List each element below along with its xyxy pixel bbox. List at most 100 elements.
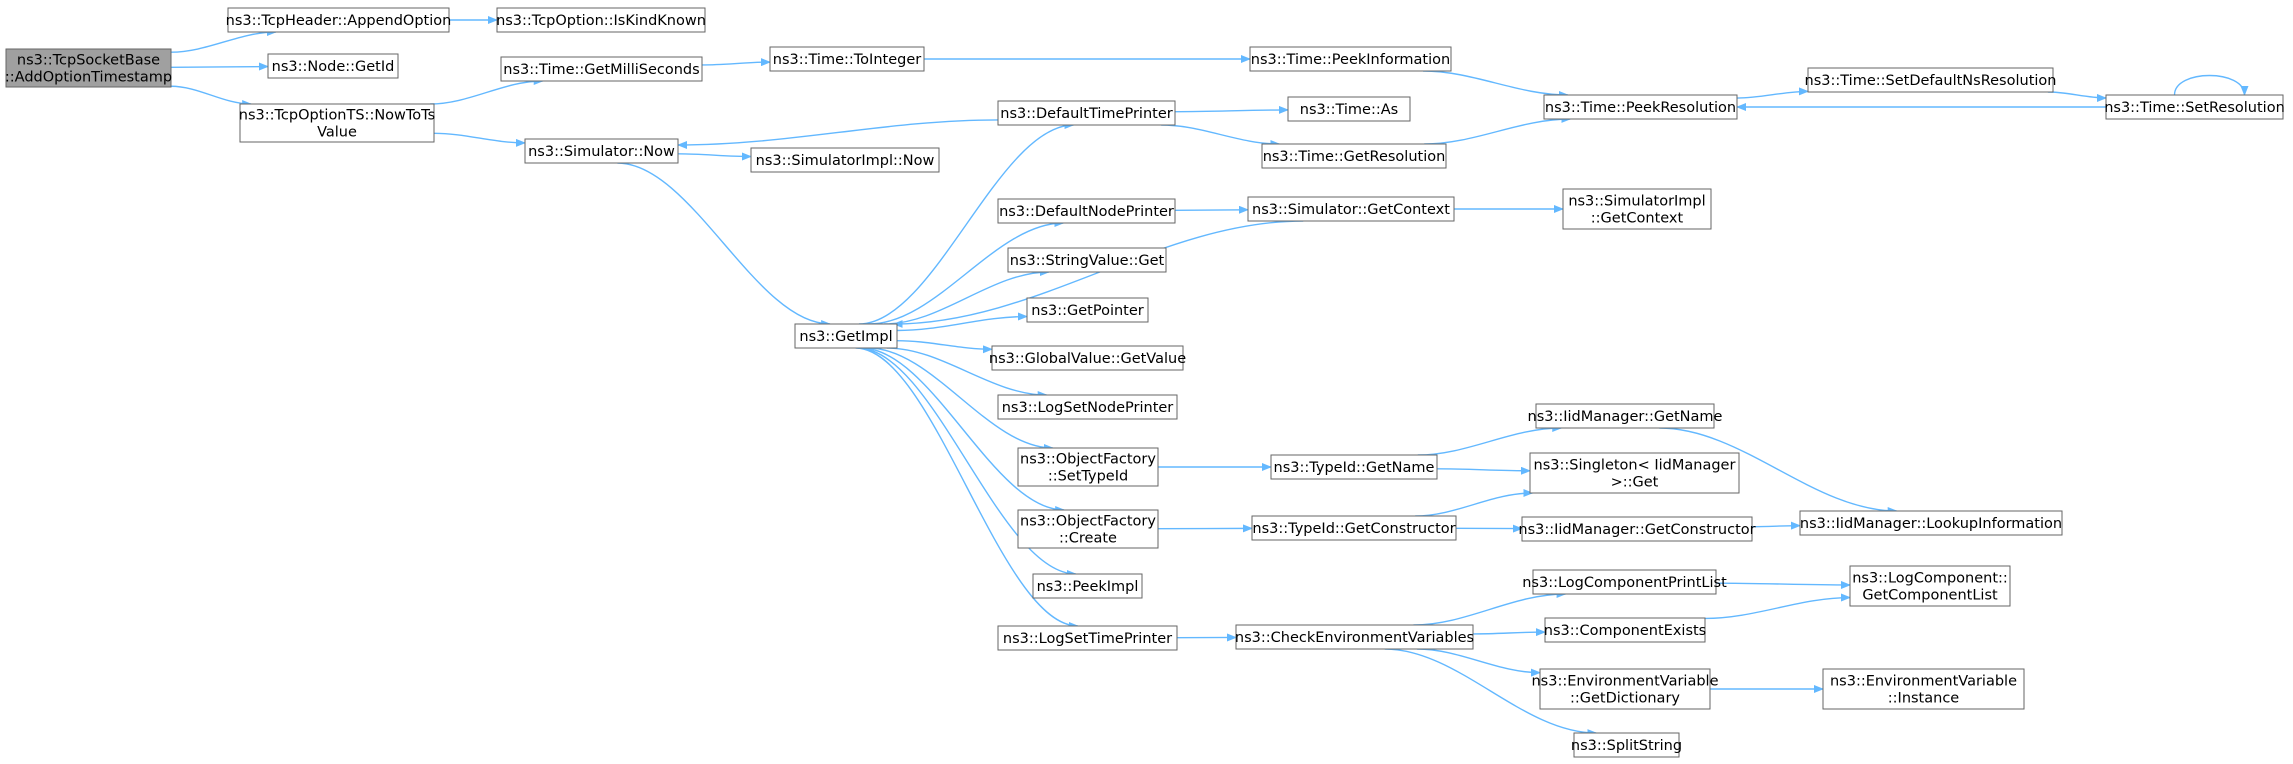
- node-isKindKnown[interactable]: ns3::TcpOption::IsKindKnown: [496, 7, 706, 33]
- node-box: [1270, 454, 1438, 480]
- node-label: ns3::GetPointer: [1031, 303, 1144, 319]
- node-singletonGet[interactable]: ns3::Singleton< IidManager >::Get: [1529, 452, 1740, 494]
- edge-defNodePrinter-to-simGetContext: [1174, 205, 1249, 214]
- node-logSetNodePrinter[interactable]: ns3::LogSetNodePrinter: [997, 394, 1178, 420]
- node-nodeGetId[interactable]: ns3::Node::GetId: [267, 53, 399, 79]
- node-label: ns3::Time::PeekInformation: [1251, 52, 1450, 68]
- edge-getImpl-to-defNodePrinter: [869, 219, 1065, 325]
- node-timeAs[interactable]: ns3::Time::As: [1287, 96, 1411, 122]
- node-label: ns3::Time::SetResolution: [2104, 100, 2285, 116]
- node-label: ::AddOptionTimestamp: [5, 70, 172, 86]
- node-getImpl[interactable]: ns3::GetImpl: [794, 323, 898, 349]
- node-envInstance[interactable]: ns3::EnvironmentVariable::Instance: [1822, 668, 2025, 710]
- edge-checkEnv-to-compExists: [1472, 628, 1546, 637]
- edge-iidGetCtor-to-iidLookup: [1751, 521, 1801, 530]
- node-label: ns3::Time::PeekResolution: [1545, 100, 1736, 116]
- node-getMilli[interactable]: ns3::Time::GetMilliSeconds: [500, 56, 703, 82]
- edge-root-to-appendOption: [170, 28, 277, 53]
- edge-defTimePrinter-to-simNow: [677, 119, 999, 150]
- node-label: ns3::TcpSocketBase: [17, 53, 160, 69]
- node-logCompPrintList[interactable]: ns3::LogComponentPrintList: [1522, 569, 1727, 595]
- node-logSetTimePrinter[interactable]: ns3::LogSetTimePrinter: [997, 625, 1178, 651]
- node-label: ns3::SimulatorImpl: [1568, 194, 1705, 210]
- node-root[interactable]: ns3::TcpSocketBase::AddOptionTimestamp: [5, 48, 172, 88]
- node-envGetDict[interactable]: ns3::EnvironmentVariable::GetDictionary: [1531, 668, 1719, 710]
- node-label: GetComponentList: [1862, 588, 1998, 604]
- node-label: ::GetDictionary: [1570, 691, 1680, 707]
- node-box: [1532, 569, 1717, 595]
- edge-checkEnv-to-splitString: [1384, 648, 1598, 737]
- edge-typeIdGetCtor-to-singletonGet: [1415, 489, 1534, 517]
- node-label: ns3::Time::GetMilliSeconds: [503, 62, 699, 78]
- node-box: [2105, 94, 2284, 120]
- node-label: ns3::StringValue::Get: [1010, 253, 1165, 269]
- edge-getImpl-to-ofCreate: [861, 347, 1066, 514]
- edge-nowToTs-to-simNow: [433, 132, 526, 147]
- node-peekImpl[interactable]: ns3::PeekImpl: [1032, 573, 1143, 599]
- node-box: [750, 147, 940, 173]
- node-box: [1247, 196, 1455, 222]
- node-getPointer[interactable]: ns3::GetPointer: [1026, 297, 1149, 323]
- node-box: [1249, 46, 1452, 72]
- node-label: ns3::EnvironmentVariable: [1830, 674, 2017, 690]
- node-peekRes[interactable]: ns3::Time::PeekResolution: [1543, 94, 1738, 120]
- node-box: [1261, 143, 1447, 169]
- node-label: ns3::Singleton< IidManager: [1534, 458, 1736, 474]
- edge-getImpl-to-stringGet: [884, 268, 1050, 325]
- node-box: [1535, 403, 1715, 429]
- node-label: ns3::LogSetTimePrinter: [1003, 631, 1172, 647]
- node-box: [239, 103, 435, 143]
- edge-root-to-nowToTs: [170, 85, 253, 108]
- node-label: ns3::EnvironmentVariable: [1531, 674, 1718, 690]
- edges-layer: [170, 16, 2249, 737]
- node-setRes[interactable]: ns3::Time::SetResolution: [2104, 94, 2285, 120]
- node-label: ns3::IidManager::GetConstructor: [1518, 522, 1755, 538]
- node-label: ns3::CheckEnvironmentVariables: [1235, 630, 1474, 646]
- node-label: Value: [317, 125, 357, 141]
- node-toInteger[interactable]: ns3::Time::ToInteger: [769, 46, 925, 72]
- node-setDefNs[interactable]: ns3::Time::SetDefaultNsResolution: [1805, 67, 2057, 93]
- node-simGetContext[interactable]: ns3::Simulator::GetContext: [1247, 196, 1455, 222]
- edge-nowToTs-to-getMilli: [430, 77, 544, 105]
- node-globalGetValue[interactable]: ns3::GlobalValue::GetValue: [989, 345, 1186, 371]
- edge-defTimePrinter-to-getResolution: [1161, 124, 1281, 148]
- edge-root-to-nodeGetId: [170, 62, 269, 71]
- edge-peekInfo-to-peekRes: [1422, 70, 1569, 99]
- node-defTimePrinter[interactable]: ns3::DefaultTimePrinter: [997, 100, 1176, 126]
- node-label: ns3::GetImpl: [799, 329, 892, 345]
- node-peekInfo[interactable]: ns3::Time::PeekInformation: [1249, 46, 1452, 72]
- node-ofCreate[interactable]: ns3::ObjectFactory::Create: [1017, 509, 1159, 549]
- node-simImplNow[interactable]: ns3::SimulatorImpl::Now: [750, 147, 940, 173]
- node-typeIdGetName[interactable]: ns3::TypeId::GetName: [1270, 454, 1438, 480]
- node-label: ns3::Time::SetDefaultNsResolution: [1805, 73, 2057, 89]
- node-splitString[interactable]: ns3::SplitString: [1571, 732, 1682, 758]
- node-appendOption[interactable]: ns3::TcpHeader::AppendOption: [226, 7, 452, 33]
- node-iidLookup[interactable]: ns3::IidManager::LookupInformation: [1799, 510, 2063, 536]
- node-box: [1543, 94, 1738, 120]
- node-label: ns3::IidManager::LookupInformation: [1800, 516, 2062, 532]
- node-simImplGetContext[interactable]: ns3::SimulatorImpl::GetContext: [1562, 188, 1712, 230]
- edge-simNow-to-getImpl: [617, 162, 832, 328]
- node-label: ns3::DefaultTimePrinter: [1000, 106, 1172, 122]
- edge-getImpl-to-ofSetTypeId: [868, 347, 1054, 452]
- node-label: ns3::Simulator::GetContext: [1252, 202, 1450, 218]
- node-stringGet[interactable]: ns3::StringValue::Get: [1007, 247, 1167, 273]
- edge-setRes-to-setRes: [2173, 74, 2249, 96]
- node-checkEnv[interactable]: ns3::CheckEnvironmentVariables: [1235, 624, 1474, 650]
- node-simNow[interactable]: ns3::Simulator::Now: [524, 138, 679, 164]
- node-box: [524, 138, 679, 164]
- node-label: ns3::DefaultNodePrinter: [999, 204, 1174, 220]
- node-logCompGetList[interactable]: ns3::LogComponent::GetComponentList: [1849, 565, 2011, 607]
- node-typeIdGetCtor[interactable]: ns3::TypeId::GetConstructor: [1251, 515, 1457, 541]
- node-box: [1521, 516, 1753, 542]
- node-defNodePrinter[interactable]: ns3::DefaultNodePrinter: [997, 198, 1176, 224]
- node-label: ns3::ObjectFactory: [1020, 452, 1156, 468]
- edge-compExists-to-logCompGetList: [1704, 593, 1851, 620]
- node-compExists[interactable]: ns3::ComponentExists: [1544, 617, 1707, 643]
- node-iidGetName[interactable]: ns3::IidManager::GetName: [1528, 403, 1723, 429]
- node-box: [997, 394, 1178, 420]
- node-ofSetTypeId[interactable]: ns3::ObjectFactory::SetTypeId: [1017, 447, 1159, 487]
- node-getResolution[interactable]: ns3::Time::GetResolution: [1261, 143, 1447, 169]
- node-iidGetCtor[interactable]: ns3::IidManager::GetConstructor: [1518, 516, 1756, 542]
